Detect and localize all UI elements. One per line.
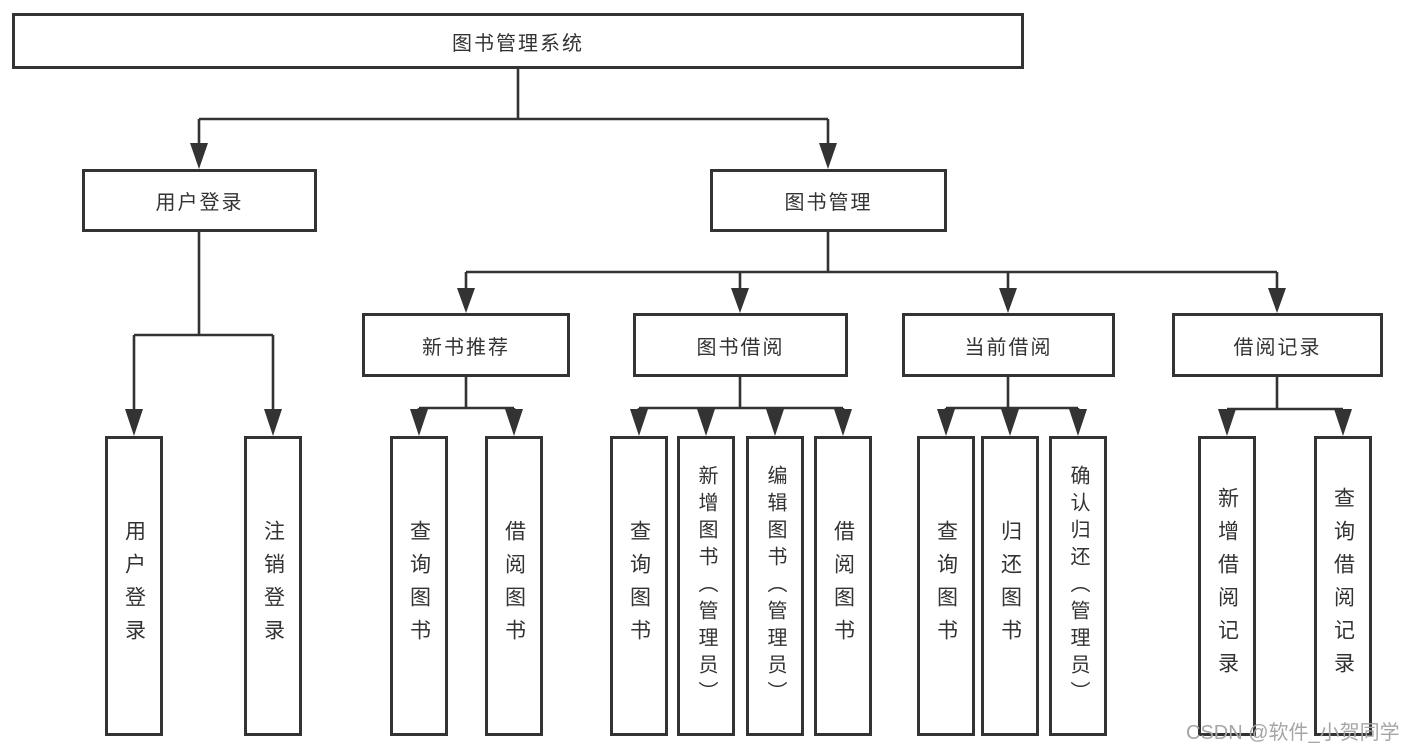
arrowhead-newbook-borrow: [505, 409, 523, 436]
arrowhead-to-leaf-user-login: [125, 409, 143, 436]
leaf-query-borrow-record: 查询借阅记录: [1314, 436, 1372, 736]
leaf-newbook-borrow-books: 借阅图书: [485, 436, 543, 736]
node-current-borrowing: 当前借阅: [902, 313, 1115, 377]
leaf-user-login: 用户登录: [105, 436, 163, 736]
node-label: 图书管理: [784, 192, 873, 214]
leaf-label: 归还图书: [998, 520, 1022, 652]
node-user-login: 用户登录: [82, 169, 317, 232]
node-book-borrowing: 图书借阅: [633, 313, 848, 377]
node-new-book-recommend: 新书推荐: [362, 313, 570, 377]
arrowhead-current-return: [1001, 409, 1019, 436]
leaf-label: 查询借阅记录: [1331, 487, 1355, 685]
arrowhead-to-borrow-records: [1268, 288, 1286, 313]
leaf-label: 查询图书: [627, 520, 651, 652]
leaf-newbook-query-books: 查询图书: [390, 436, 448, 736]
leaf-label: 查询图书: [934, 520, 958, 652]
connector-login-to-leaves: [132, 232, 275, 410]
node-book-management: 图书管理: [710, 169, 947, 232]
node-label: 图书管理系统: [452, 32, 584, 55]
leaf-borrow-books: 借阅图书: [814, 436, 872, 736]
leaf-label: 注销登录: [261, 520, 285, 652]
node-label: 图书借阅: [696, 336, 785, 359]
arrowhead-newbook-query: [410, 409, 428, 436]
arrowhead-current-query: [937, 409, 955, 436]
connector-root-to-level2: [197, 69, 830, 144]
leaf-add-borrow-record: 新增借阅记录: [1198, 436, 1256, 736]
connector-records-to-leaves: [1225, 377, 1345, 411]
connector-mgmt-to-level3: [464, 232, 1279, 289]
csdn-watermark: CSDN @软件_小贺同学: [1186, 722, 1400, 744]
leaf-borrow-query-books: 查询图书: [610, 436, 668, 736]
connector-current-to-leaves: [944, 377, 1080, 410]
arrowhead-to-new-book: [457, 288, 475, 313]
leaf-current-query-books: 查询图书: [917, 436, 975, 736]
leaf-label: 编辑图书（管理员）: [764, 464, 786, 708]
leaf-label: 查询图书: [407, 520, 431, 652]
arrowhead-borrow-borrow: [834, 409, 852, 436]
node-root-library-system: 图书管理系统: [12, 13, 1024, 69]
leaf-confirm-return-admin: 确认归还（管理员）: [1049, 436, 1107, 736]
arrowhead-records-query: [1334, 409, 1352, 436]
node-label: 用户登录: [155, 192, 244, 214]
arrowhead-records-add: [1218, 409, 1236, 436]
connector-newbook-to-leaves: [417, 377, 516, 410]
arrowhead-current-confirm: [1069, 409, 1087, 436]
node-borrow-records: 借阅记录: [1172, 313, 1383, 377]
leaf-label: 用户登录: [122, 520, 146, 652]
leaf-edit-books-admin: 编辑图书（管理员）: [746, 436, 804, 736]
node-label: 新书推荐: [422, 336, 510, 359]
arrowhead-to-leaf-logout: [264, 409, 282, 436]
arrowhead-to-current-borrow: [999, 288, 1017, 313]
node-label: 当前借阅: [964, 336, 1053, 359]
arrowhead-borrow-edit: [766, 409, 784, 436]
arrowhead-to-book-borrow: [731, 288, 749, 313]
leaf-add-books-admin: 新增图书（管理员）: [677, 436, 735, 736]
leaf-label: 借阅图书: [831, 520, 855, 652]
leaf-label: 新增图书（管理员）: [695, 464, 717, 708]
connector-borrow-to-leaves: [637, 377, 845, 410]
leaf-label: 借阅图书: [502, 520, 526, 652]
arrowhead-to-book-management: [819, 143, 837, 169]
leaf-return-books: 归还图书: [981, 436, 1039, 736]
arrowhead-borrow-query: [630, 409, 648, 436]
arrowhead-borrow-add: [697, 409, 715, 436]
leaf-label: 新增借阅记录: [1215, 487, 1239, 685]
leaf-logout: 注销登录: [244, 436, 302, 736]
node-label: 借阅记录: [1233, 336, 1322, 359]
leaf-label: 确认归还（管理员）: [1067, 464, 1089, 708]
arrowhead-to-user-login: [190, 143, 208, 169]
